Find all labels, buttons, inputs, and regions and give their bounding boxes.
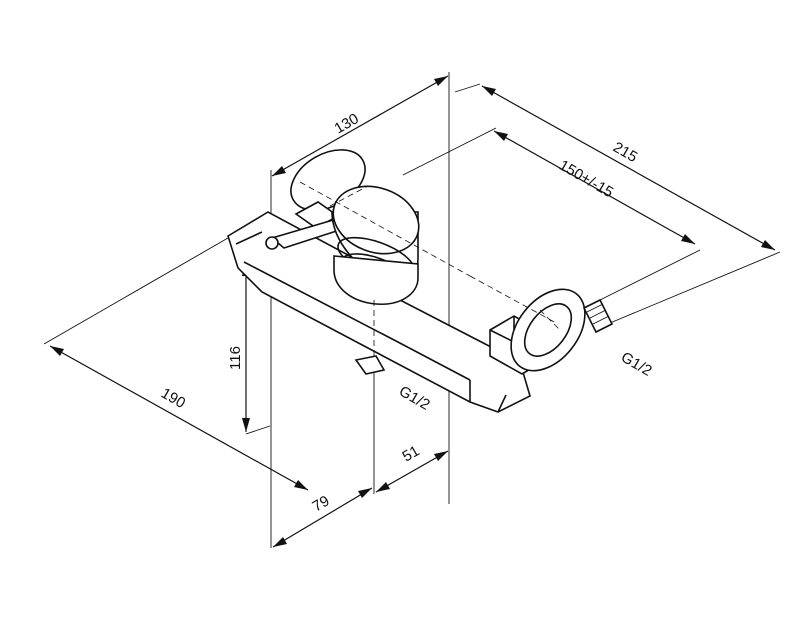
dim-label-215: 215 — [610, 139, 640, 166]
outlet-nipple — [356, 356, 384, 374]
inlet-thread — [584, 300, 612, 332]
dim-215 — [482, 86, 775, 250]
dim-label-79: 79 — [310, 492, 333, 515]
thread-label-inlet: G1/2 — [618, 349, 655, 380]
dim-label-150: 150+/-15 — [556, 157, 616, 202]
dim-190 — [50, 346, 308, 490]
dim-label-130: 130 — [332, 110, 362, 137]
thread-label-outlet: G1/2 — [396, 383, 433, 414]
dim-label-190: 190 — [158, 385, 188, 412]
dim-label-51: 51 — [400, 442, 423, 465]
dim-label-116: 116 — [227, 346, 244, 370]
